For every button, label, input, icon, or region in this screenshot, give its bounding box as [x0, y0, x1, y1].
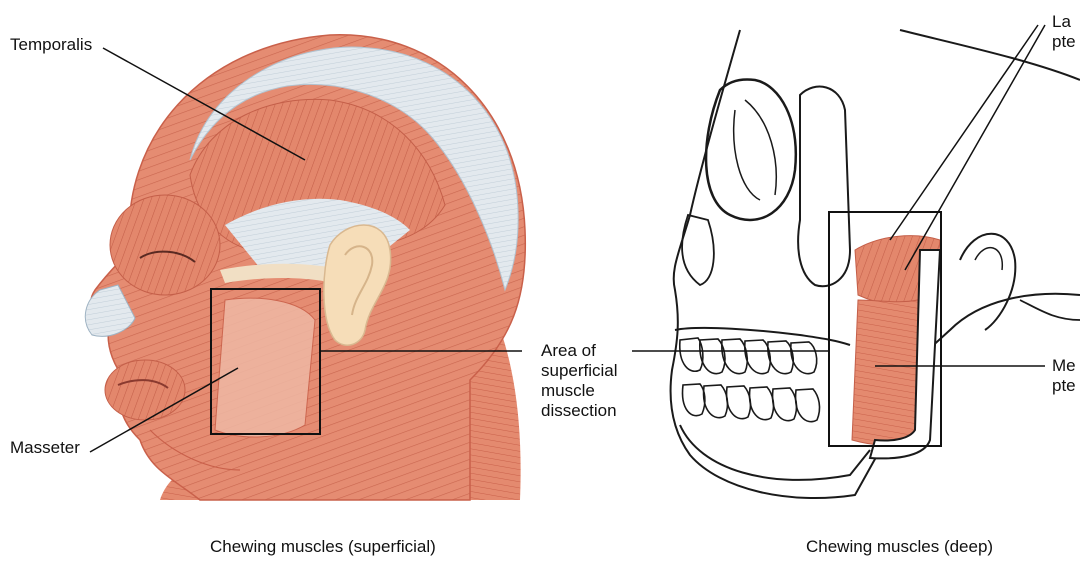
caption-superficial: Chewing muscles (superficial): [210, 537, 436, 556]
label-medial-pterygoid: Me pte: [1052, 356, 1076, 395]
superficial-head: [84, 34, 527, 501]
galea-aponeurosis: [189, 46, 519, 292]
teeth: [679, 337, 821, 423]
label-area-of-dissection: Area of superficial muscle dissection: [541, 341, 618, 420]
orbit: [704, 78, 798, 222]
skull-outline: [669, 29, 1080, 500]
mandible: [679, 424, 871, 481]
masseter-muscle: [214, 297, 316, 438]
label-temporalis: Temporalis: [10, 35, 93, 54]
orbicularis-oris: [104, 359, 186, 421]
ear: [323, 224, 392, 346]
temporalis-leader: [102, 47, 306, 161]
dissection-box-right: [828, 211, 942, 447]
orbicularis-oculi: [109, 194, 221, 296]
nose: [84, 284, 136, 337]
medial-pterygoid-muscle: [851, 297, 926, 446]
label-masseter: Masseter: [10, 438, 80, 457]
label-lateral-pterygoid: La pte: [1052, 12, 1076, 51]
zygomatic-strip: [220, 263, 335, 283]
lateral-pterygoid-leader-2: [904, 24, 1046, 271]
eyelid: [139, 250, 196, 263]
lateral-pterygoid-leader-1: [889, 24, 1039, 241]
masseter-leader: [89, 367, 239, 453]
dissection-box-left: [210, 288, 321, 435]
deep-muscles: [632, 24, 1046, 460]
deep-skull: [669, 29, 1080, 500]
caption-deep: Chewing muscles (deep): [806, 537, 994, 556]
